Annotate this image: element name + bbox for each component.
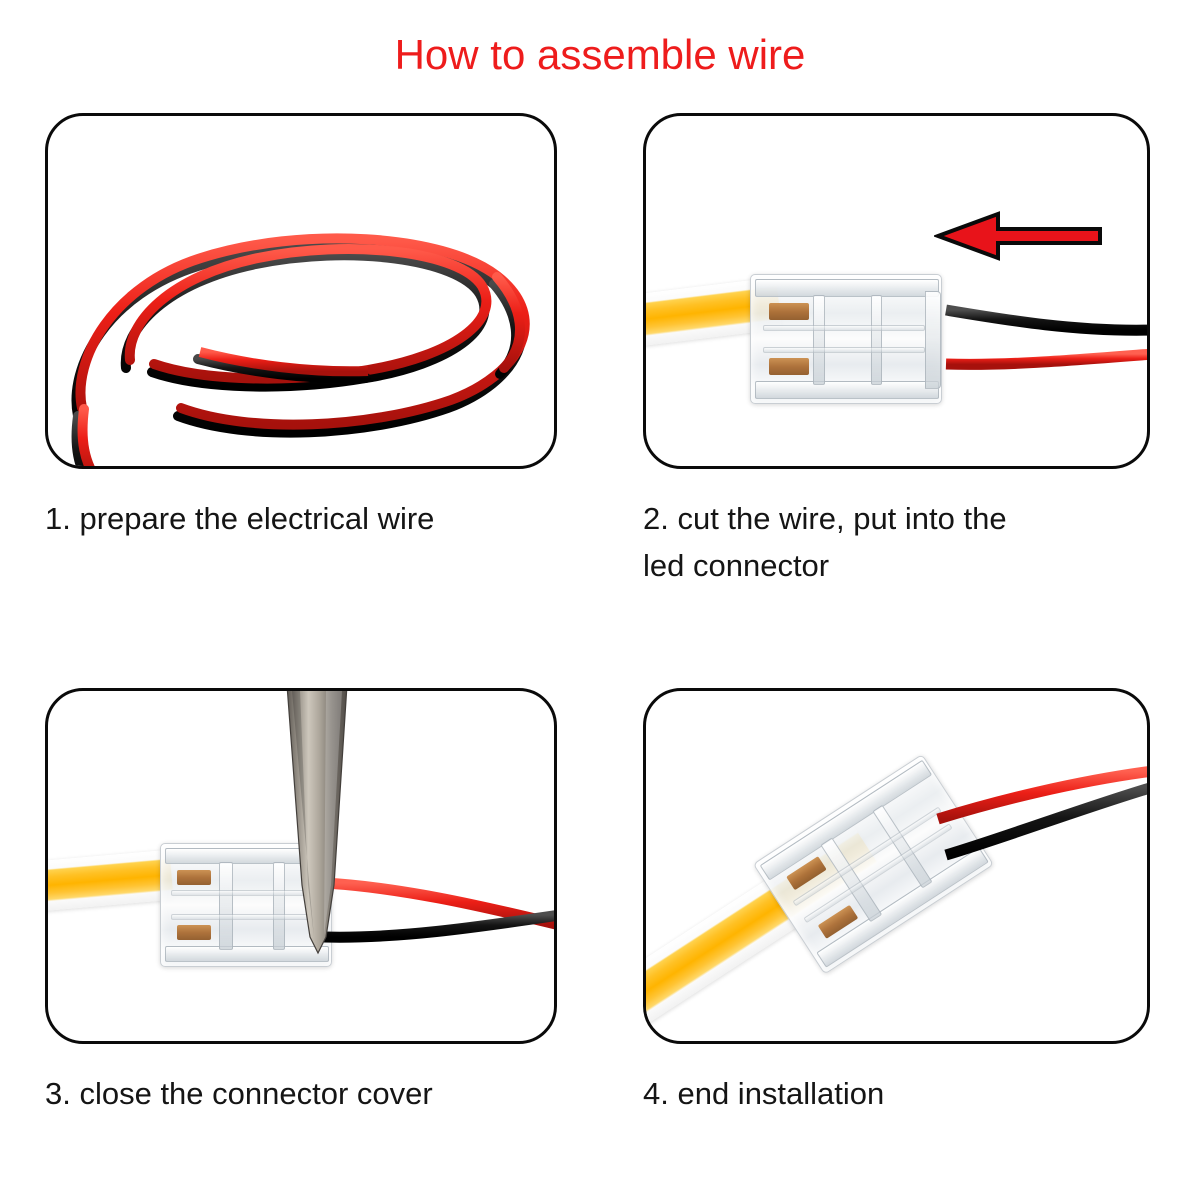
led-connector-icon xyxy=(750,274,942,404)
plier-tip-icon xyxy=(274,691,360,957)
step-1-panel xyxy=(45,113,557,469)
step-3: 3. close the connector cover xyxy=(45,688,557,1117)
step-2: 2. cut the wire, put into the led connec… xyxy=(643,113,1150,589)
step-4-panel xyxy=(643,688,1150,1044)
step-1: 1. prepare the electrical wire xyxy=(45,113,557,542)
led-connector-icon xyxy=(160,843,332,967)
left-arrow-icon xyxy=(932,208,1104,264)
wire-pair-icon xyxy=(945,304,1147,370)
step-2-panel xyxy=(643,113,1150,469)
step-3-panel xyxy=(45,688,557,1044)
page-title: How to assemble wire xyxy=(394,31,806,78)
step-4-caption: 4. end installation xyxy=(643,1076,885,1111)
step-1-caption: 1. prepare the electrical wire xyxy=(45,501,435,536)
wire-pair-icon xyxy=(936,766,1147,861)
wire-coil-icon xyxy=(48,116,554,466)
step-2-caption: 2. cut the wire, put into the led connec… xyxy=(643,501,1007,584)
wire-pair-icon xyxy=(323,877,554,943)
step-3-caption: 3. close the connector cover xyxy=(45,1076,433,1111)
step-4: 4. end installation xyxy=(643,688,1150,1117)
